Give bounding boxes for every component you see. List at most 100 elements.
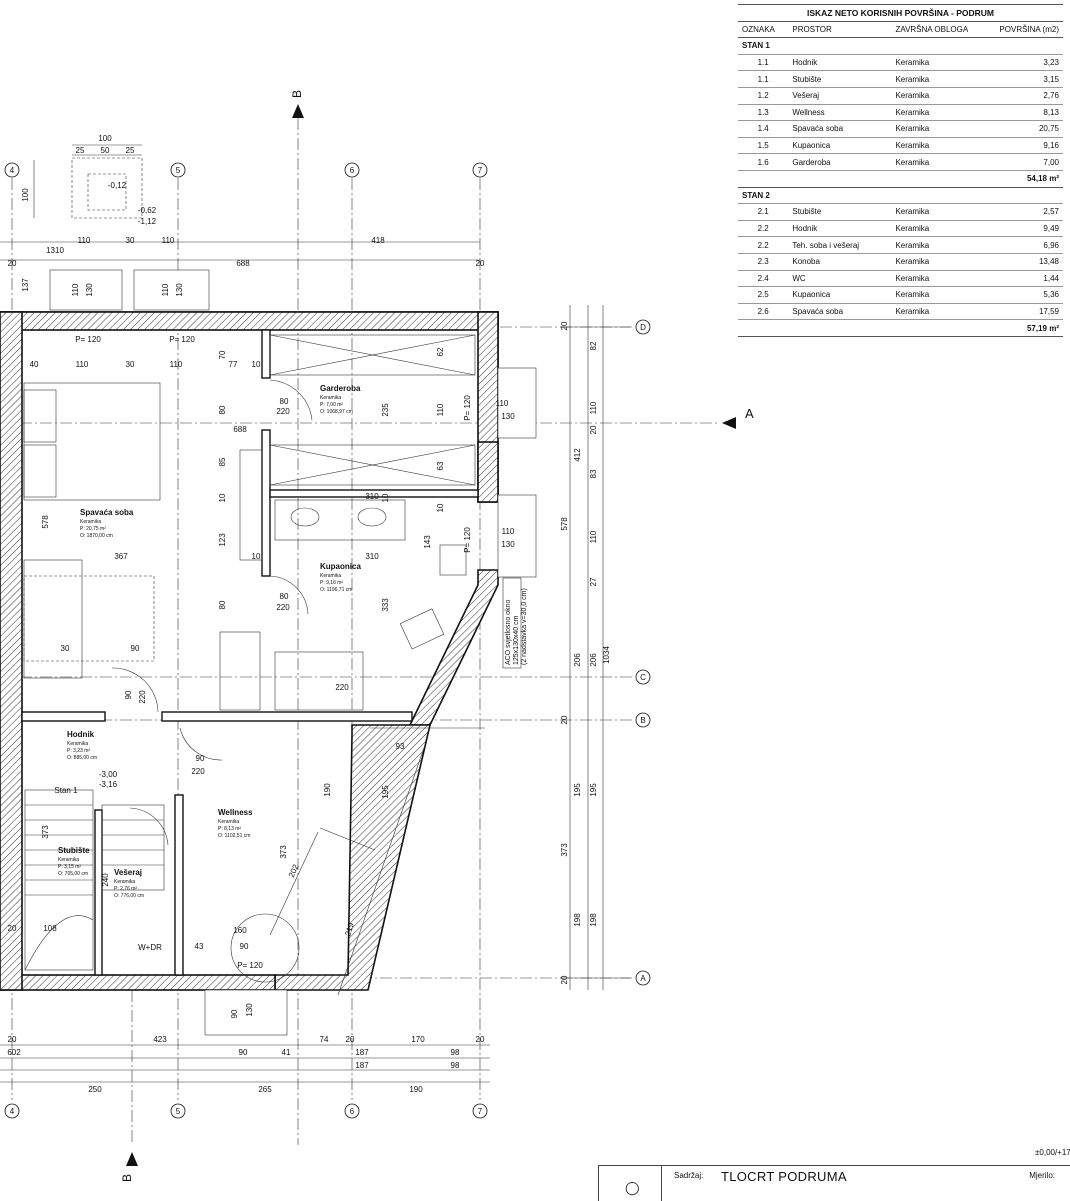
drawing-title: TLOCRT PODRUMA [721, 1169, 847, 1184]
section-total-row: 57,19 m² [738, 319, 1063, 337]
dim-r82: 82 [589, 341, 598, 350]
dim-90c: 90 [124, 690, 133, 699]
dim-b187b: 187 [355, 1061, 369, 1070]
grid-label-a: A [640, 974, 646, 983]
content-label: Sadržaj: [674, 1171, 704, 1180]
dim-b90: 90 [239, 1048, 248, 1057]
grid-label-7-top: 7 [478, 166, 483, 175]
dim-70: 70 [218, 350, 227, 359]
room-area: P: 7,00 m² [320, 402, 343, 408]
dim-43: 43 [195, 942, 204, 951]
section-b-bottom: B [120, 1174, 134, 1182]
room-name: Wellness [218, 808, 253, 817]
row-finish: Keramika [891, 253, 996, 271]
dim-b187a: 187 [355, 1048, 369, 1057]
aco-note-line3: (2 nadstavka v=30,0 cm) [521, 588, 528, 665]
dim-110c: 110 [76, 360, 89, 369]
dim-202: 202 [287, 863, 301, 879]
row-finish: Keramika [891, 137, 996, 155]
row-area: 2,57 [995, 203, 1063, 221]
dim-25: 25 [76, 146, 85, 155]
room-perimeter: O: 1068,97 cm [320, 409, 353, 415]
room-finish: Keramika [67, 741, 88, 747]
section-total-row: 54,18 m² [738, 170, 1063, 188]
dim-100v: 100 [21, 188, 30, 202]
elev-012: -0,12 [108, 181, 127, 190]
dim-190: 190 [323, 783, 332, 797]
interior-walls [21, 329, 479, 976]
row-room: Teh. soba i vešeraj [788, 236, 892, 254]
dim-r110a: 110 [589, 401, 598, 414]
dim-310a: 310 [365, 492, 379, 501]
dim-240: 240 [101, 873, 110, 887]
dim-b265: 265 [258, 1085, 272, 1094]
row-room: Hodnik [788, 54, 892, 72]
room-name: Garderoba [320, 384, 361, 393]
row-area: 13,48 [995, 253, 1063, 271]
grid-label-6-bottom: 6 [350, 1107, 355, 1116]
stan1-label: Stan 1 [54, 786, 78, 795]
row-finish: Keramika [891, 87, 996, 105]
walls [0, 311, 499, 991]
dim-373b: 373 [279, 845, 288, 859]
row-room: Konoba [788, 253, 892, 271]
dim-b250: 250 [88, 1085, 102, 1094]
room-perimeter: O: 1870,00 cm [80, 533, 113, 539]
aco-note-line2: 125x130x40 cm [513, 615, 520, 665]
room-garderoba: Garderoba Keramika P: 7,00 m² O: 1068,97… [320, 384, 361, 415]
grid-label-c: C [640, 673, 646, 682]
dim-w130b: 130 [175, 283, 184, 297]
dim-80a: 80 [280, 397, 289, 406]
dim-220d: 220 [191, 767, 205, 776]
dim-688: 688 [236, 259, 250, 268]
dim-220e: 220 [138, 690, 147, 704]
grid-label-6-top: 6 [350, 166, 355, 175]
dim-r27: 27 [589, 577, 598, 586]
dimension-chains [0, 241, 630, 1083]
dim-1310: 1310 [46, 246, 64, 255]
dim-r20d: 20 [560, 975, 569, 984]
wdr-label: W+DR [138, 943, 162, 952]
room-labels: Garderoba Keramika P: 7,00 m² O: 1068,97… [58, 384, 361, 899]
dim-w110a: 110 [71, 283, 80, 296]
dim-30b: 30 [126, 360, 135, 369]
dim-30c: 30 [61, 644, 70, 653]
section-name: STAN 2 [738, 187, 1063, 205]
dim-w130c: 130 [245, 1003, 254, 1017]
row-area: 5,36 [995, 286, 1063, 304]
dim-r198b: 198 [589, 913, 598, 927]
dim-85: 85 [218, 457, 227, 466]
section-total: 54,18 m² [738, 170, 1063, 188]
grid-label-4-bottom: 4 [10, 1107, 15, 1116]
room-kupaonica: Kupaonica Keramika P: 9,16 m² O: 1196,71… [320, 562, 361, 593]
dim-w90: 90 [230, 1009, 239, 1018]
room-finish: Keramika [114, 879, 135, 885]
wardrobe-lines [269, 334, 476, 486]
room-area: P: 9,16 m² [320, 580, 343, 586]
dim-25b: 25 [126, 146, 135, 155]
dim-10c: 10 [381, 493, 390, 502]
section-a: A [745, 406, 754, 421]
dim-333: 333 [381, 598, 390, 612]
room-area: P: 20,75 m² [80, 526, 106, 532]
dim-110a: 110 [78, 236, 91, 245]
dim-90b: 90 [196, 754, 205, 763]
dim-10a: 10 [252, 360, 261, 369]
row-room: Spavaća soba [788, 303, 892, 321]
row-code: 2.6 [738, 303, 789, 321]
row-room: Vešeraj [788, 87, 892, 105]
dim-b170: 170 [411, 1035, 425, 1044]
room-area: P: 3,23 m² [67, 748, 90, 754]
row-finish: Keramika [891, 70, 996, 88]
row-area: 7,00 [995, 153, 1063, 171]
col-oznaka: OZNAKA [738, 21, 789, 39]
elev-112: -1,12 [138, 217, 157, 226]
dim-10b: 10 [218, 493, 227, 502]
